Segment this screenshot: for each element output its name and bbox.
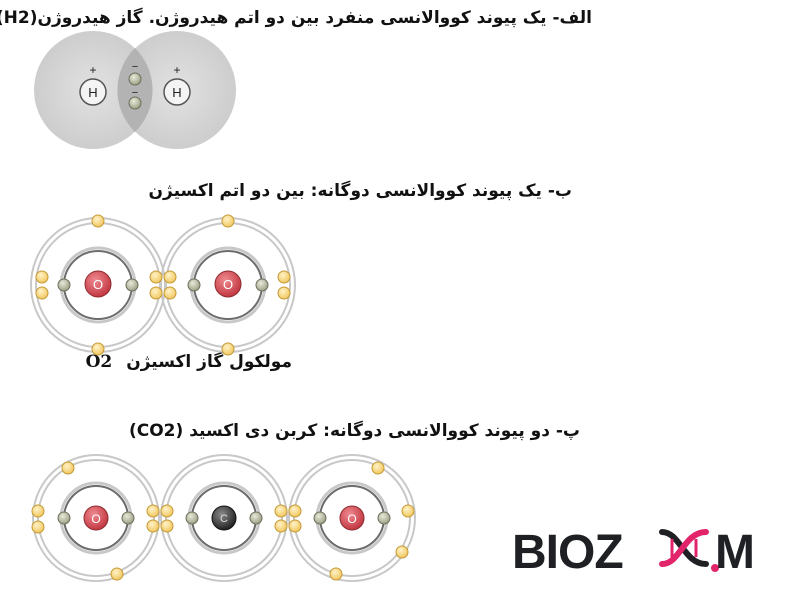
inner-electron bbox=[249, 511, 263, 525]
hydrogen-nucleus-left bbox=[79, 78, 107, 106]
outer-shell-ring bbox=[32, 454, 160, 582]
inner-electron bbox=[313, 511, 327, 525]
shared-cloud-overlap bbox=[117, 48, 153, 132]
oxygen-atom-right: O bbox=[160, 214, 296, 356]
outer-shell-ring bbox=[288, 454, 416, 582]
outer-electron bbox=[277, 286, 291, 300]
outer-shell-ring bbox=[165, 459, 283, 577]
shared-electron bbox=[146, 504, 160, 518]
shared-electron-bottom bbox=[128, 96, 142, 110]
shared-electron bbox=[160, 519, 174, 533]
carbon-nucleus bbox=[211, 505, 237, 531]
outer-electron bbox=[35, 286, 49, 300]
oxygen-label: O bbox=[347, 512, 356, 526]
inner-electron bbox=[255, 278, 269, 292]
biozoom-logo: BIOZ M bbox=[512, 526, 755, 576]
outer-electron bbox=[31, 520, 45, 534]
outer-electron bbox=[35, 270, 49, 284]
minus-sign-top: − bbox=[132, 61, 138, 73]
hydrogen-label-left: H bbox=[88, 85, 97, 100]
outer-shell-ring bbox=[293, 459, 411, 577]
shared-electron bbox=[163, 286, 177, 300]
co2-oxygen-left: O bbox=[31, 454, 160, 582]
plus-sign-left: + bbox=[89, 63, 96, 77]
co2-oxygen-right: O bbox=[288, 454, 416, 582]
shared-electron bbox=[149, 270, 163, 284]
hydrogen-label-right: H bbox=[172, 85, 181, 100]
oxygen-atom-left: O bbox=[30, 214, 166, 356]
shared-electron bbox=[274, 519, 288, 533]
outer-electron bbox=[110, 567, 124, 581]
outer-electron bbox=[221, 214, 235, 228]
hydrogen-molecule: H + H + − − bbox=[34, 31, 236, 149]
oxygen-label: O bbox=[93, 277, 103, 292]
shared-electron bbox=[288, 504, 302, 518]
shared-electron bbox=[146, 519, 160, 533]
shared-electron-top bbox=[128, 72, 142, 86]
plus-sign-right: + bbox=[173, 63, 180, 77]
logo-text-right: M bbox=[715, 526, 755, 576]
outer-shell-ring bbox=[160, 454, 288, 582]
o2-caption: مولکول گاز اکسیژن O2 bbox=[86, 352, 292, 372]
carbon-label: C bbox=[220, 513, 228, 525]
outer-electron bbox=[31, 504, 45, 518]
heading-hydrogen: الف- یک پیوند کووالانسی منفرد بین دو اتم… bbox=[0, 8, 592, 28]
outer-electron bbox=[61, 461, 75, 475]
outer-electron bbox=[395, 545, 409, 559]
outer-electron bbox=[221, 342, 235, 356]
minus-sign-bottom: − bbox=[132, 87, 138, 99]
oxygen-molecule: O O bbox=[30, 214, 296, 356]
oxygen-nucleus bbox=[339, 505, 365, 531]
inner-electron bbox=[121, 511, 135, 525]
o2-formula: O2 bbox=[85, 352, 113, 372]
oxygen-nucleus bbox=[83, 505, 109, 531]
outer-electron bbox=[91, 342, 105, 356]
inner-electron bbox=[185, 511, 199, 525]
logo-text-left: BIOZ bbox=[512, 526, 623, 576]
inner-electron bbox=[187, 278, 201, 292]
inner-electron bbox=[57, 278, 71, 292]
outer-shell-ring bbox=[37, 459, 155, 577]
shared-electron bbox=[288, 519, 302, 533]
shared-electron bbox=[149, 286, 163, 300]
shared-electron bbox=[163, 270, 177, 284]
outer-electron bbox=[401, 504, 415, 518]
dna-helix-icon bbox=[659, 529, 719, 572]
oxygen-nucleus bbox=[84, 270, 112, 298]
hydrogen-nucleus-right bbox=[163, 78, 191, 106]
outer-electron bbox=[371, 461, 385, 475]
oxygen-label: O bbox=[223, 277, 233, 292]
shared-electron bbox=[274, 504, 288, 518]
co2-carbon: C bbox=[160, 454, 288, 582]
outer-electron bbox=[277, 270, 291, 284]
o2-caption-text: مولکول گاز اکسیژن bbox=[126, 352, 292, 372]
shared-electron bbox=[160, 504, 174, 518]
inner-electron bbox=[125, 278, 139, 292]
inner-electron bbox=[377, 511, 391, 525]
heading-oxygen: ب- یک پیوند کووالانسی دوگانه: بین دو اتم… bbox=[148, 181, 572, 201]
oxygen-label: O bbox=[91, 512, 100, 526]
outer-electron bbox=[91, 214, 105, 228]
outer-electron bbox=[329, 567, 343, 581]
inner-electron bbox=[57, 511, 71, 525]
carbon-dioxide-molecule: O C O bbox=[31, 454, 416, 582]
oxygen-nucleus bbox=[214, 270, 242, 298]
heading-co2: پ- دو پیوند کووالانسی دوگانه: کربن دی اک… bbox=[128, 421, 580, 441]
